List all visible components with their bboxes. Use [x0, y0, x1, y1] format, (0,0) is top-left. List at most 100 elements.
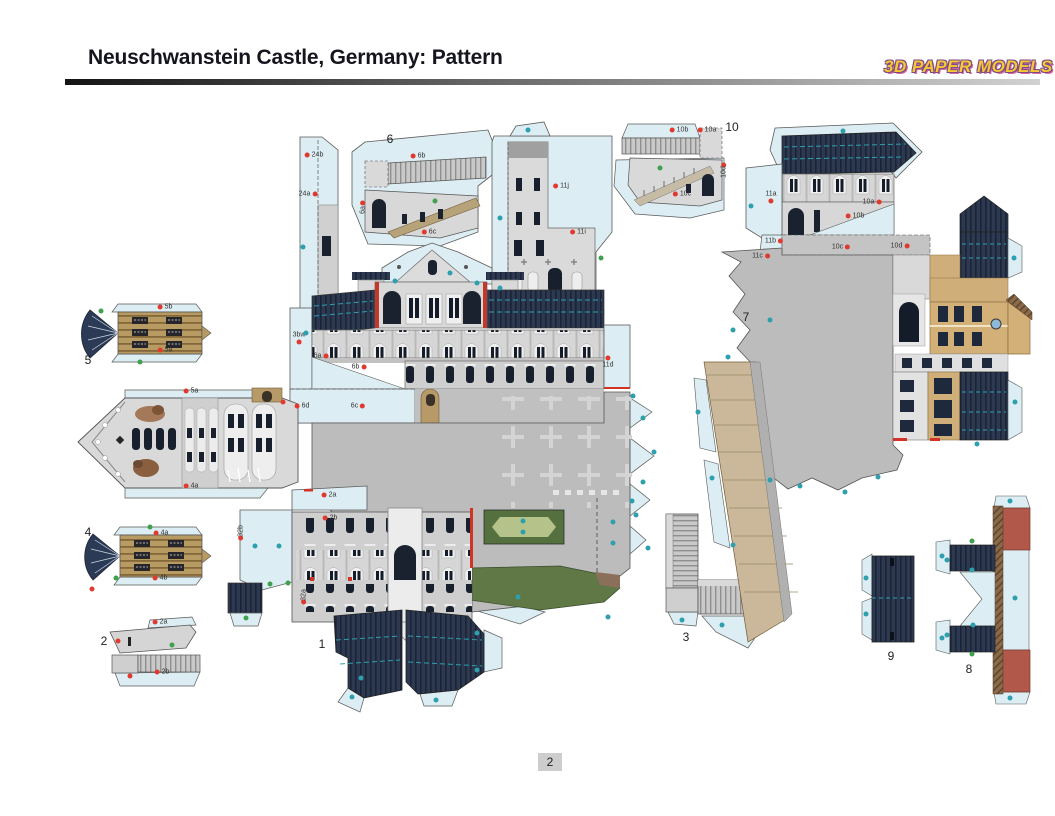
glue-dot: [520, 529, 526, 535]
tab-label: 6b: [352, 364, 367, 371]
glue-dot: [285, 580, 291, 586]
glue-dot: [778, 238, 784, 244]
tab-label: 3bw: [293, 332, 305, 345]
glue-dot: [768, 198, 774, 204]
glue-dot: [842, 489, 848, 495]
piece-number: 10: [725, 120, 739, 134]
glue-dot: [321, 492, 327, 498]
tab-label: 11b: [765, 238, 784, 245]
glue-dot: [974, 441, 980, 447]
glue-dot: [276, 543, 282, 549]
glue-dot: [238, 535, 244, 541]
tab-label: 4a: [153, 530, 168, 537]
piece-6-stairs: [351, 129, 497, 247]
glue-dot: [115, 638, 121, 644]
glue-dot: [433, 697, 439, 703]
glue-dot: [748, 203, 754, 209]
piece-number: 8: [965, 662, 973, 676]
piece-number: 1: [318, 637, 326, 651]
tab-label: 10b: [845, 213, 864, 220]
glue-dot: [169, 642, 175, 648]
tab-label: 2b: [322, 515, 337, 522]
tab-label: 6c: [421, 229, 436, 236]
tab-label: 6c: [351, 403, 366, 410]
glue-dot: [1012, 399, 1018, 405]
glue-dot: [303, 330, 309, 336]
glue-dot: [304, 152, 310, 158]
tab-label: 11i: [570, 229, 586, 236]
glue-dot: [358, 675, 364, 681]
tab-label: 5a: [183, 388, 198, 395]
glue-dot: [970, 622, 976, 628]
piece-9-roof: [861, 553, 915, 643]
glue-dot: [301, 599, 307, 605]
tab-label: 11c: [752, 253, 770, 260]
glue-dot: [296, 339, 302, 345]
glue-dot: [252, 543, 258, 549]
glue-dot: [147, 524, 153, 530]
glue-dot: [640, 415, 646, 421]
glue-dot: [1012, 595, 1018, 601]
piece-4: [84, 526, 212, 586]
piece-number: 3: [682, 630, 690, 644]
glue-dot: [939, 553, 945, 559]
glue-dot: [876, 199, 882, 205]
piece-facade-center: [289, 242, 631, 424]
glue-dot: [695, 409, 701, 415]
piece-number: 2: [100, 634, 108, 648]
piece-strip-24: [299, 136, 339, 331]
glue-dot: [875, 474, 881, 480]
tab-label: 32a: [298, 589, 310, 605]
glue-dot: [904, 243, 910, 249]
piece-tower-11: [491, 121, 613, 299]
glue-dot: [845, 244, 851, 250]
glue-dot: [605, 614, 611, 620]
piece-5: [81, 303, 212, 363]
glue-dot: [323, 353, 329, 359]
page-title: Neuschwanstein Castle, Germany: Pattern: [88, 46, 503, 69]
glue-dot: [845, 213, 851, 219]
tab-label: 11d: [602, 355, 614, 369]
glue-dot: [474, 630, 480, 636]
glue-dot: [651, 449, 657, 455]
glue-dot: [840, 128, 846, 134]
glue-dot: [474, 667, 480, 673]
glue-dot: [767, 317, 773, 323]
tab-label: 6b: [410, 153, 425, 160]
glue-dot: [1007, 695, 1013, 701]
glue-dot: [944, 557, 950, 563]
glue-dot: [361, 364, 367, 370]
glue-dot: [183, 388, 189, 394]
glue-dot: [497, 285, 503, 291]
tab-label: 10d: [718, 162, 730, 178]
tab-label: 24b: [304, 152, 323, 159]
tab-label: 10c: [832, 244, 851, 251]
tab-label: 5a: [157, 347, 172, 354]
piece-number: 7: [742, 310, 750, 324]
glue-dot: [645, 545, 651, 551]
glue-dot: [730, 542, 736, 548]
piece-number: 6: [386, 132, 394, 146]
piece-courtyard: [311, 391, 655, 625]
piece-number: 9: [887, 649, 895, 663]
tab-label: 6a: [359, 200, 367, 214]
glue-dot: [1007, 498, 1013, 504]
glue-dot: [1011, 255, 1017, 261]
glue-dot: [300, 244, 306, 250]
glue-dot: [553, 183, 559, 189]
tab-label: 4b: [152, 575, 167, 582]
glue-dot: [157, 304, 163, 310]
glue-dot: [610, 519, 616, 525]
tab-label: 2b: [154, 669, 169, 676]
glue-dot: [721, 162, 727, 168]
glue-dot: [154, 669, 160, 675]
glue-dot: [767, 477, 773, 483]
glue-dot: [360, 200, 366, 206]
tab-label: 2a: [152, 619, 167, 626]
glue-dot: [725, 354, 731, 360]
publisher-logo: 3D PAPER MODELS: [884, 57, 1053, 76]
glue-dot: [280, 399, 286, 405]
glue-dot: [360, 403, 366, 409]
glue-dot: [267, 581, 273, 587]
glue-dot: [447, 270, 453, 276]
